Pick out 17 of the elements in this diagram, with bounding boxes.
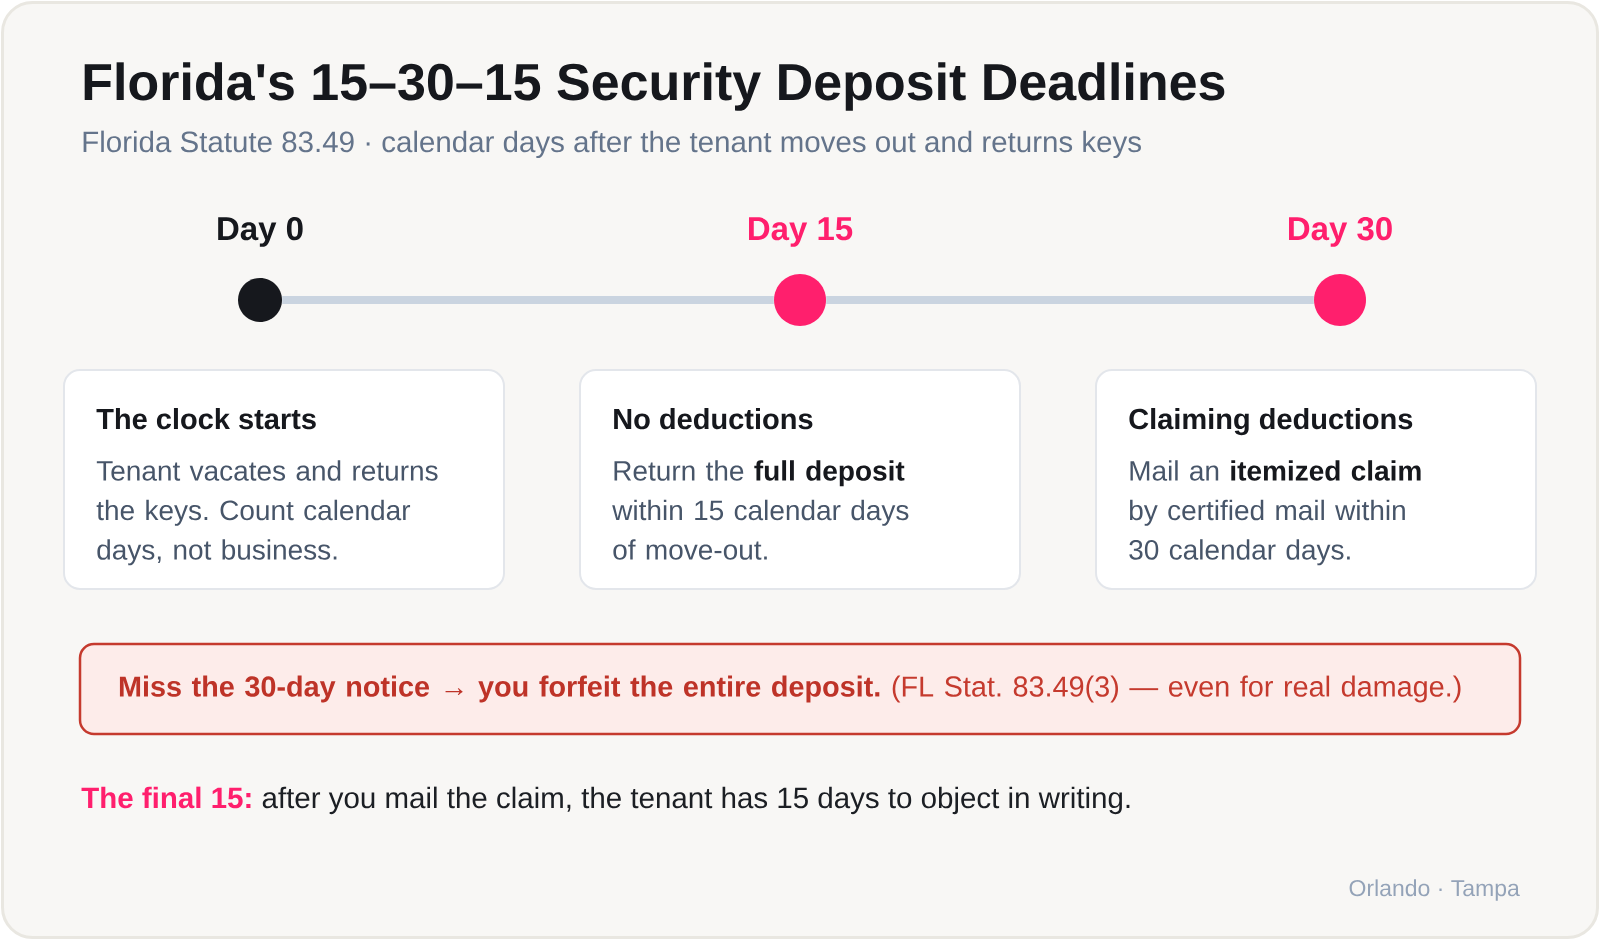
footer-text: Orlando · Tampa: [1349, 879, 1520, 901]
card-text: Tenant vacates and returns the keys. Count calendar days, not business.: [96, 460, 438, 566]
card-text: Mail an itemized claim by certified mail within 30 calendar days.: [1129, 460, 1421, 566]
note-text: The final 15: after you mail the claim, the tenant has 15 days to object in writing.: [81, 786, 1130, 815]
card-text: Return the full deposit within 15 calendar days of move-out.: [612, 460, 909, 560]
info-card: [579, 369, 1021, 590]
info-card: [63, 369, 505, 590]
title: Florida's 15–30–15 Security Deposit Deadlines: [84, 62, 1225, 111]
day-label: Day 30: [1289, 216, 1392, 247]
card-heading: No deductions: [614, 408, 813, 430]
info-card: [1095, 369, 1537, 590]
card-heading: Claiming deductions: [1129, 408, 1413, 436]
day-label: Day 15: [749, 217, 853, 247]
day-label: Day 0: [218, 216, 303, 247]
warning-box: Miss the 30-day notice → you forfeit the entire deposit. (FL Stat. 83.49(3) — even for real damage.): [78, 642, 1522, 736]
card-heading: The clock starts: [96, 408, 316, 430]
subtitle: Florida Statute 83.49 · calendar days after the tenant moves out and returns keys: [83, 130, 1141, 159]
